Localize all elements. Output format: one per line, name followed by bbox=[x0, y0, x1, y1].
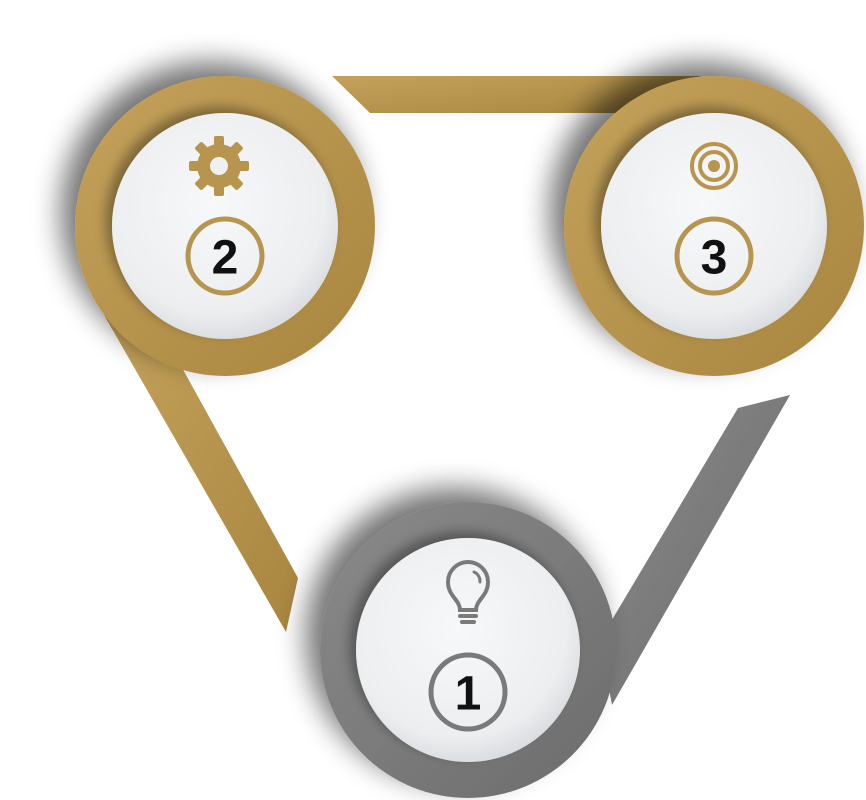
gear-icon bbox=[189, 136, 249, 196]
step-2-disc bbox=[112, 113, 338, 339]
step-3: 3 bbox=[564, 76, 864, 376]
connector-2-3 bbox=[332, 76, 700, 113]
step-2-number: 2 bbox=[212, 232, 239, 285]
target-icon bbox=[690, 142, 738, 190]
step-3-number: 3 bbox=[701, 232, 728, 285]
connector-2-1 bbox=[104, 315, 298, 632]
step-1-disc bbox=[356, 538, 580, 762]
connector-3-1 bbox=[600, 395, 790, 705]
step-1-number-ring bbox=[428, 652, 508, 732]
step-3-disc bbox=[601, 113, 827, 339]
step-1-number: 1 bbox=[455, 668, 482, 721]
step-3-number-ring bbox=[674, 216, 754, 296]
lightbulb-icon bbox=[445, 560, 491, 624]
step-2: 2 bbox=[75, 76, 375, 376]
connector-bands bbox=[104, 76, 790, 705]
step-2-number-ring bbox=[185, 216, 265, 296]
step-1: 1 bbox=[320, 502, 616, 798]
